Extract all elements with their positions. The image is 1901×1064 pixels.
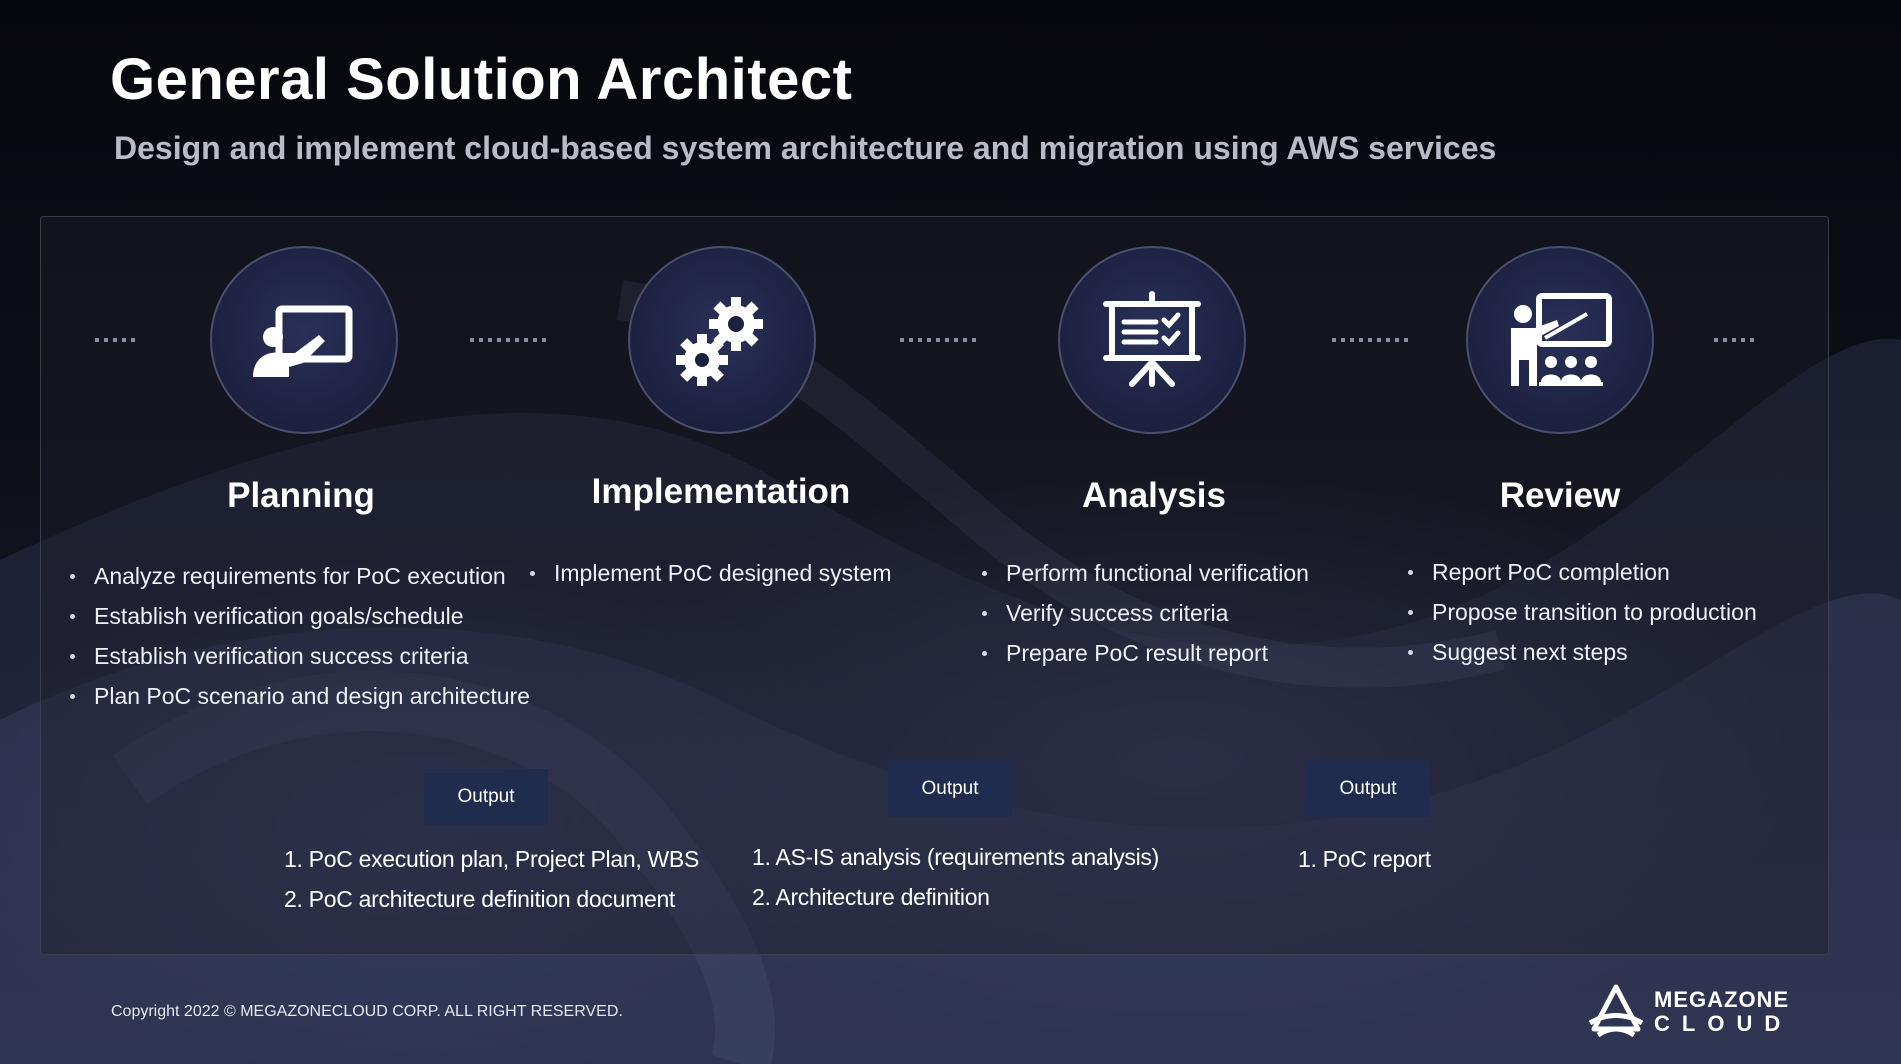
list-item: 2. Architecture definition — [752, 884, 990, 910]
output-badge-planning: Output — [424, 769, 548, 825]
teacher-audience-icon — [1511, 293, 1612, 386]
output-list-planning: 1. PoC execution plan, Project Plan, WBS… — [284, 839, 699, 919]
list-item: 2. PoC architecture definition document — [284, 886, 676, 912]
list-item: Establish verification success criteria — [66, 636, 530, 676]
megazone-cloud-logo: MEGAZONE CLOUD — [1586, 983, 1796, 1039]
phase-title-analysis: Analysis — [1082, 476, 1226, 515]
analysis-bullets: Perform functional verification Verify s… — [978, 553, 1309, 673]
list-item: Implement PoC designed system — [526, 553, 892, 593]
connector-dots — [1714, 338, 1756, 342]
list-item: 1. PoC execution plan, Project Plan, WBS — [284, 846, 699, 872]
logo-mark-icon — [1588, 984, 1644, 1038]
list-item: Suggest next steps — [1404, 632, 1757, 672]
connector-dots — [95, 338, 137, 342]
gears-icon — [676, 297, 763, 386]
output-badge-implementation: Output — [888, 761, 1012, 817]
list-item: Perform functional verification — [978, 553, 1309, 593]
list-item: Verify success criteria — [978, 593, 1309, 633]
list-item: Plan PoC scenario and design architectur… — [66, 676, 530, 716]
connector-dots — [470, 338, 548, 342]
implementation-circle — [628, 246, 816, 434]
checklist-easel-icon — [1103, 291, 1201, 387]
planning-bullets: Analyze requirements for PoC execution E… — [66, 556, 530, 716]
logo-text-line1: MEGAZONE — [1654, 987, 1790, 1012]
implementation-bullets: Implement PoC designed system — [526, 553, 892, 593]
list-item: Establish verification goals/schedule — [66, 596, 530, 636]
planning-circle — [210, 246, 398, 434]
connector-dots — [1332, 338, 1410, 342]
copyright-text: Copyright 2022 © MEGAZONECLOUD CORP. ALL… — [111, 1003, 623, 1020]
connector-dots — [900, 338, 978, 342]
output-badge-analysis: Output — [1306, 761, 1430, 817]
page-subtitle: Design and implement cloud-based system … — [114, 130, 1497, 166]
list-item: Propose transition to production — [1404, 592, 1757, 632]
phase-title-planning: Planning — [227, 476, 375, 515]
list-item: Report PoC completion — [1404, 552, 1757, 592]
output-list-implementation: 1. AS-IS analysis (requirements analysis… — [752, 837, 1159, 917]
review-bullets: Report PoC completion Propose transition… — [1404, 552, 1757, 672]
list-item: Prepare PoC result report — [978, 633, 1309, 673]
output-list-analysis: 1. PoC report — [1298, 839, 1431, 879]
page-title: General Solution Architect — [110, 47, 853, 112]
list-item: 1. PoC report — [1298, 846, 1431, 872]
phase-title-review: Review — [1499, 476, 1621, 515]
analysis-circle — [1058, 246, 1246, 434]
phase-title-implementation: Implementation — [591, 472, 851, 511]
list-item: 1. AS-IS analysis (requirements analysis… — [752, 844, 1159, 870]
logo-text-line2: CLOUD — [1654, 1011, 1793, 1036]
presentation-board-icon — [253, 305, 353, 377]
review-circle — [1466, 246, 1654, 434]
list-item: Analyze requirements for PoC execution — [66, 556, 530, 596]
